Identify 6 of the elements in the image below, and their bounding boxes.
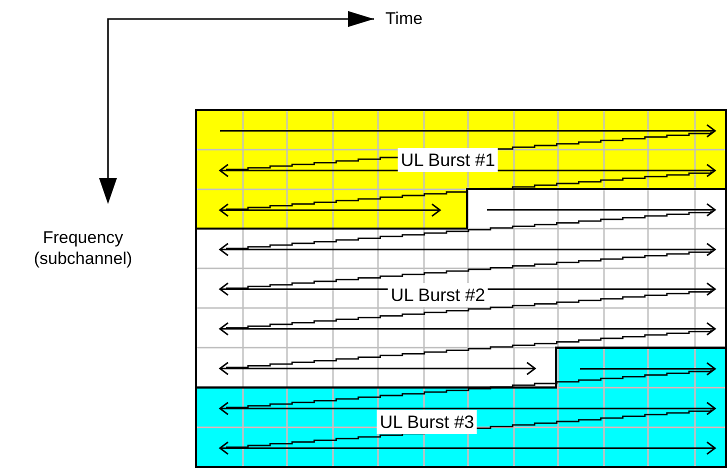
burst-region: [196, 348, 726, 467]
burst-label: UL Burst #1: [398, 148, 498, 172]
axis-label: Frequency (subchannel): [32, 227, 134, 269]
burst-label: UL Burst #2: [388, 282, 488, 307]
axis-label: Time: [384, 8, 424, 29]
burst-label: UL Burst #3: [376, 410, 478, 434]
